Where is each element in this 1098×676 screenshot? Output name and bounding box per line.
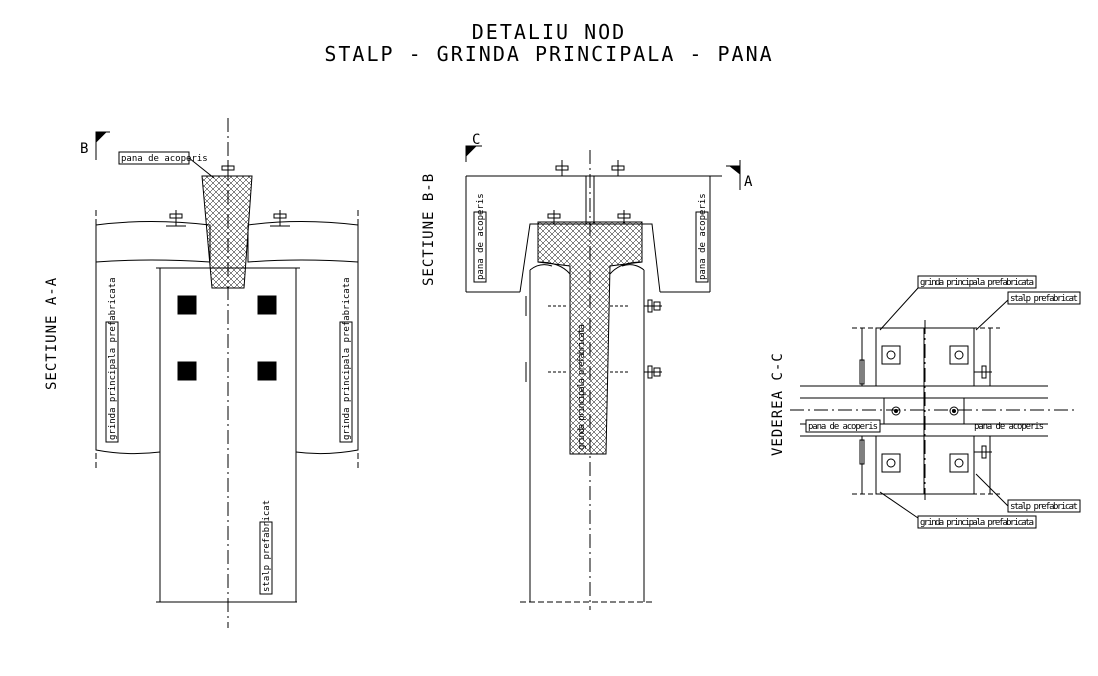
- anchor-hole-3: [177, 361, 197, 381]
- section-b-b: SECTIUNE B-B C A: [421, 132, 753, 610]
- bolt-top-right-b: [606, 160, 630, 177]
- label-stalp-bottom-c: stalp prefabricat: [975, 473, 1081, 513]
- bolt-side-bottom-b: [644, 365, 662, 379]
- svg-text:stalp prefabricat: stalp prefabricat: [262, 500, 272, 592]
- label-pana-left-c: pana de acoperis: [805, 419, 881, 433]
- svg-text:grinda principala prefabricata: grinda principala prefabricata: [342, 277, 352, 440]
- drawing-title-line2: STALP - GRINDA PRINCIPALA - PANA: [324, 42, 774, 66]
- bolt-top-a: [218, 160, 238, 177]
- svg-text:grinda principala prefabricata: grinda principala prefabricata: [920, 518, 1034, 528]
- marker-c-text: C: [472, 132, 481, 148]
- label-grinda-left-a: grinda principala prefabricata: [105, 277, 119, 443]
- purlin-section-a: [201, 175, 253, 289]
- section-marker-c: C: [465, 132, 482, 162]
- label-stalp-a: stalp prefabricat: [259, 500, 273, 595]
- section-marker-b: B: [80, 131, 110, 160]
- label-grinda-bottom-c: grinda principala prefabricata: [879, 491, 1037, 529]
- svg-text:pana de acoperis: pana de acoperis: [121, 154, 208, 164]
- svg-text:pana de acoperis: pana de acoperis: [698, 193, 708, 280]
- drawing-title-line1: DETALIU NOD: [471, 20, 627, 44]
- grinda-hatched-section: [537, 221, 643, 455]
- label-grinda-right-a: grinda principala prefabricata: [339, 277, 353, 443]
- svg-text:pana de acoperis: pana de acoperis: [974, 422, 1044, 432]
- svg-text:pana de acoperis: pana de acoperis: [808, 422, 878, 432]
- svg-text:grinda principala prefabricata: grinda principala prefabricata: [920, 278, 1034, 288]
- label-pana-right-b: pana de acoperis: [695, 193, 709, 283]
- label-pana-left-b: pana de acoperis: [473, 193, 487, 283]
- label-pana-right-c: pana de acoperis: [974, 422, 1044, 432]
- bolt-plate-tr: [949, 345, 969, 365]
- label-pana-a: pana de acoperis: [118, 151, 215, 179]
- svg-text:grinda principala prefabricata: grinda principala prefabricata: [577, 324, 587, 450]
- bolt-top-left-b: [550, 160, 574, 177]
- view-c-heading: VEDEREA C-C: [770, 352, 786, 456]
- section-a-a: SECTIUNE A-A B: [44, 118, 359, 628]
- anchor-hole-1: [177, 295, 197, 315]
- bolt-plate-br: [949, 453, 969, 473]
- marker-a-text: A: [744, 174, 753, 190]
- label-grinda-b: grinda principala prefabricata: [577, 324, 587, 450]
- view-c-c: VEDEREA C-C: [770, 275, 1081, 529]
- beam-left: [95, 221, 211, 263]
- svg-text:stalp prefabricat: stalp prefabricat: [1010, 502, 1078, 512]
- section-b-heading: SECTIUNE B-B: [421, 173, 437, 286]
- beam-right: [247, 221, 359, 263]
- svg-text:stalp prefabricat: stalp prefabricat: [1010, 294, 1078, 304]
- label-stalp-top-c: stalp prefabricat: [975, 291, 1081, 331]
- section-a-heading: SECTIUNE A-A: [44, 277, 60, 390]
- anchor-hole-4: [257, 361, 277, 381]
- bolt-plate-tl: [881, 345, 901, 365]
- bolt-beam-left-a: [166, 210, 186, 227]
- marker-b-text: B: [80, 141, 89, 157]
- anchor-hole-2: [257, 295, 277, 315]
- svg-text:pana de acoperis: pana de acoperis: [476, 193, 486, 280]
- bolt-beam-right-a: [270, 210, 290, 227]
- section-marker-a: A: [726, 160, 753, 190]
- label-grinda-top-c: grinda principala prefabricata: [879, 275, 1037, 331]
- svg-text:grinda principala prefabricata: grinda principala prefabricata: [108, 277, 118, 440]
- bolt-side-top-b: [644, 299, 662, 313]
- bolt-plate-bl: [881, 453, 901, 473]
